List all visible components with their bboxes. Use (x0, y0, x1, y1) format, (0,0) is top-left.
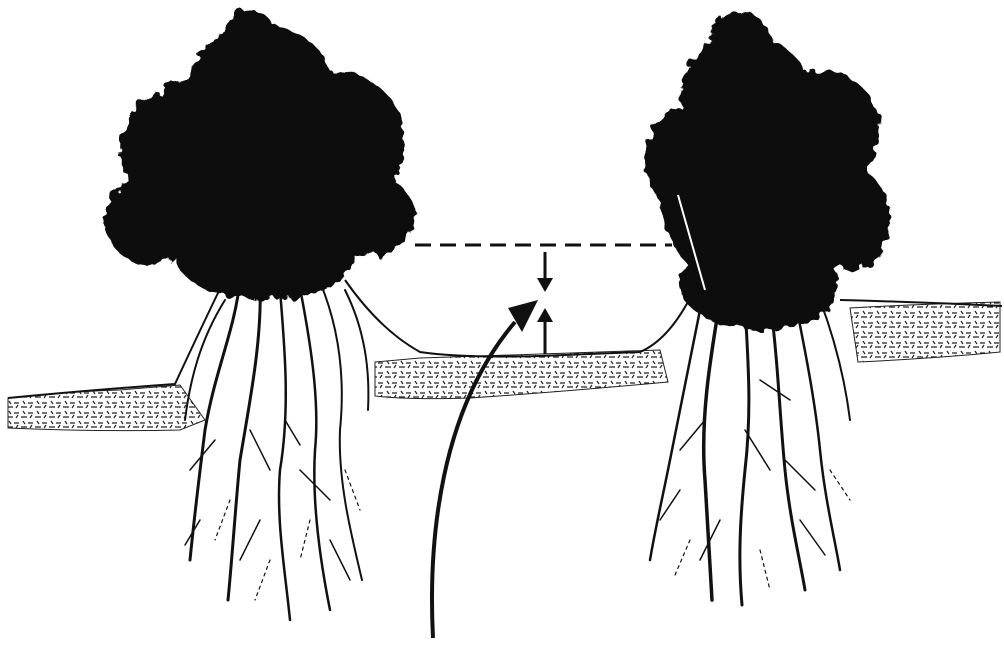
right-shrub-roots (650, 300, 850, 605)
depth-dimension-arrows (537, 252, 553, 354)
left-shrub (105, 10, 415, 620)
left-shrub-roots (185, 280, 368, 620)
right-shrub-foliage (645, 12, 890, 330)
soil-bank-right (850, 302, 1000, 362)
left-shrub-foliage (105, 10, 415, 300)
soil-layer (8, 302, 1000, 431)
soil-bank-left (8, 385, 205, 431)
pointer-arrow (432, 300, 538, 638)
